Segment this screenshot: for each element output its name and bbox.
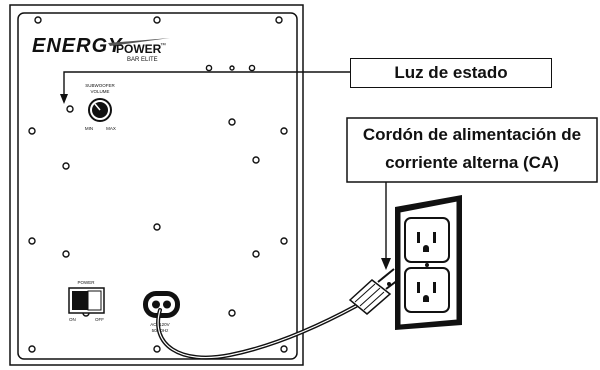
logo-swoosh <box>108 38 170 46</box>
volume-knob[interactable] <box>88 98 112 122</box>
power-switch-label: POWER <box>77 280 95 285</box>
ac-inlet[interactable] <box>143 291 180 318</box>
logo-power-text: POWER <box>116 42 162 56</box>
panel-inner-plate <box>17 12 298 360</box>
power-off-label: OFF <box>95 317 104 322</box>
volume-min-label: MIN <box>85 126 93 131</box>
power-cord-callout: Cordón de alimentación de corriente alte… <box>347 121 597 177</box>
volume-label-line2: VOLUME <box>90 89 109 94</box>
wall-outlet <box>395 195 462 330</box>
panel-screws <box>28 16 288 353</box>
status-callout-leader <box>63 71 351 94</box>
power-callout-arrowhead <box>381 258 391 270</box>
power-switch[interactable] <box>68 287 105 314</box>
logo-bar-elite-text: BAR ELITE <box>127 57 158 63</box>
ac-rating-line1: AC~120V <box>150 322 169 327</box>
power-cord-callout-line2: corriente alterna (CA) <box>385 153 559 172</box>
power-cord-inner <box>157 305 357 359</box>
power-on-label: ON <box>69 317 76 322</box>
energy-logo: ENERGY POWER ™ BAR ELITE <box>32 35 170 63</box>
status-light-led <box>66 105 74 113</box>
status-light-callout: Luz de estado <box>350 58 552 88</box>
logo-trademark: ™ <box>160 42 166 49</box>
status-callout-arrowhead <box>60 94 68 104</box>
power-cord-callout-line1: Cordón de alimentación de <box>362 125 582 144</box>
volume-max-label: MAX <box>106 126 116 131</box>
volume-label-line1: SUBWOOFER <box>85 83 115 88</box>
power-callout-box <box>346 117 598 183</box>
logo-energy-text: ENERGY <box>32 35 123 57</box>
power-plug <box>348 268 403 315</box>
